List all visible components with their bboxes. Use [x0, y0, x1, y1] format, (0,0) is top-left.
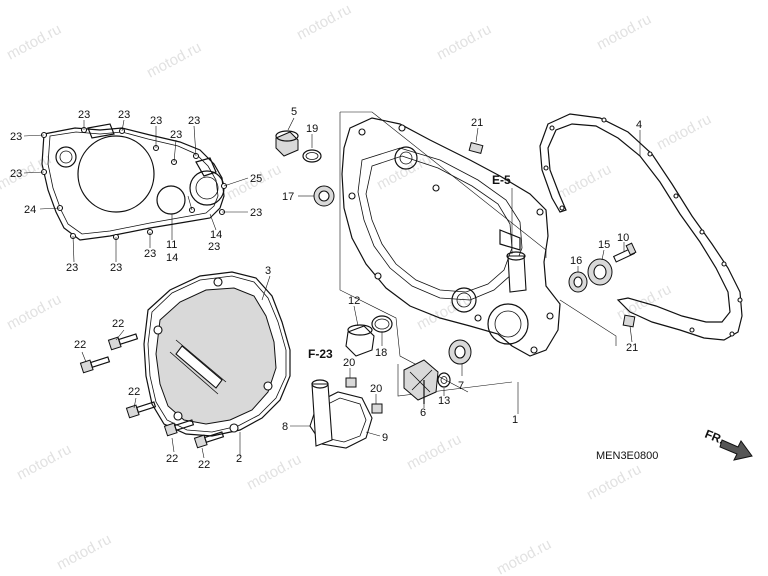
watermark-text: motod.ru: [554, 161, 614, 204]
label-23-c: 23: [118, 109, 130, 121]
watermark-text: motod.ru: [144, 39, 204, 82]
watermark-text: motod.ru: [14, 441, 74, 484]
label-21-top: 21: [471, 117, 483, 129]
watermark-text: motod.ru: [404, 431, 464, 474]
label-23-d: 23: [150, 115, 162, 127]
ref-f23: F-23: [308, 347, 333, 361]
cover-brand-plate: [175, 345, 223, 389]
water-pump-cap-12: [345, 324, 375, 357]
ref-e5: E-5: [492, 173, 511, 187]
label-20-a: 20: [343, 357, 355, 369]
gasket-right: [539, 113, 743, 341]
oil-filler-cap-5: [275, 130, 299, 157]
part-labels: 5 19 17 21 E-5 4 10 15 16 21 12 18 13 7 …: [10, 106, 642, 471]
label-23-j: 23: [110, 262, 122, 274]
o-ring-19: [302, 149, 322, 163]
label-4: 4: [636, 119, 642, 131]
front-label: FR.: [703, 427, 726, 447]
label-22-a: 22: [112, 318, 124, 330]
label-20-b: 20: [370, 383, 382, 395]
water-seal-7: [448, 339, 472, 365]
label-17: 17: [282, 191, 294, 203]
bearing-16: [568, 271, 588, 293]
label-6: 6: [420, 407, 426, 419]
label-23-h: 23: [250, 207, 262, 219]
watermark-text: motod.ru: [4, 21, 64, 64]
label-22-c: 22: [128, 386, 140, 398]
label-16: 16: [570, 255, 582, 267]
label-13: 13: [438, 395, 450, 407]
label-5: 5: [291, 106, 297, 118]
label-18: 18: [375, 347, 387, 359]
label-14-b: 14: [210, 229, 222, 241]
label-24: 24: [24, 204, 36, 216]
watermark-text: motod.ru: [374, 151, 434, 194]
watermark-text: motod.ru: [54, 531, 114, 574]
bolt-20-b: [371, 403, 383, 414]
water-pipe-8: [311, 379, 333, 447]
label-23-e: 23: [170, 129, 182, 141]
right-crankcase-cover: [341, 117, 561, 357]
label-7: 7: [458, 380, 464, 392]
bearing-15: [587, 258, 613, 286]
label-11: 11: [166, 239, 177, 251]
watermark-layer: motod.ru motod.ru motod.ru motod.ru moto…: [0, 1, 714, 576]
gasket-left: [40, 123, 228, 241]
label-2: 2: [236, 453, 242, 465]
diagram-code: MEN3E0800: [596, 450, 658, 462]
label-15: 15: [598, 239, 610, 251]
watermark-text: motod.ru: [584, 461, 644, 504]
label-23-k: 23: [144, 248, 156, 260]
watermark-text: motod.ru: [244, 451, 304, 494]
bolt-10: [612, 242, 637, 263]
label-23-i: 23: [66, 262, 78, 274]
label-23-f: 23: [188, 115, 200, 127]
watermark-text: motod.ru: [294, 1, 354, 44]
label-23-l: 23: [208, 241, 220, 253]
label-22-e: 22: [198, 459, 210, 471]
label-22-b: 22: [74, 339, 86, 351]
label-12: 12: [348, 295, 360, 307]
front-direction-indicator: FR.: [703, 427, 753, 461]
label-10: 10: [617, 232, 629, 244]
bolts-22: [79, 333, 225, 449]
watermark-text: motod.ru: [594, 11, 654, 54]
label-1: 1: [512, 414, 518, 426]
dowel-pin-21-bottom: [622, 314, 636, 328]
label-8: 8: [282, 421, 288, 433]
label-3: 3: [265, 265, 271, 277]
bolt-20-a: [345, 377, 357, 388]
oil-seal-17: [313, 185, 335, 207]
front-arrow-icon: [719, 439, 753, 461]
impeller-6: [403, 359, 439, 404]
washer-13: [437, 372, 451, 388]
label-14-a: 14: [166, 252, 178, 264]
watermark-text: motod.ru: [434, 21, 494, 64]
label-22-d: 22: [166, 453, 178, 465]
o-ring-18: [371, 315, 393, 333]
label-21-bottom: 21: [626, 342, 638, 354]
label-23-g: 23: [10, 168, 22, 180]
watermark-text: motod.ru: [654, 111, 714, 154]
dowel-pin-21-top: [468, 141, 484, 155]
label-19: 19: [306, 123, 318, 135]
watermark-text: motod.ru: [4, 291, 64, 334]
label-23-b: 23: [78, 109, 90, 121]
leader-lines: [23, 117, 641, 459]
watermark-text: motod.ru: [494, 536, 554, 576]
label-25: 25: [250, 173, 262, 185]
label-9: 9: [382, 432, 388, 444]
label-23-a: 23: [10, 131, 22, 143]
clutch-cover-outer: [143, 271, 291, 437]
